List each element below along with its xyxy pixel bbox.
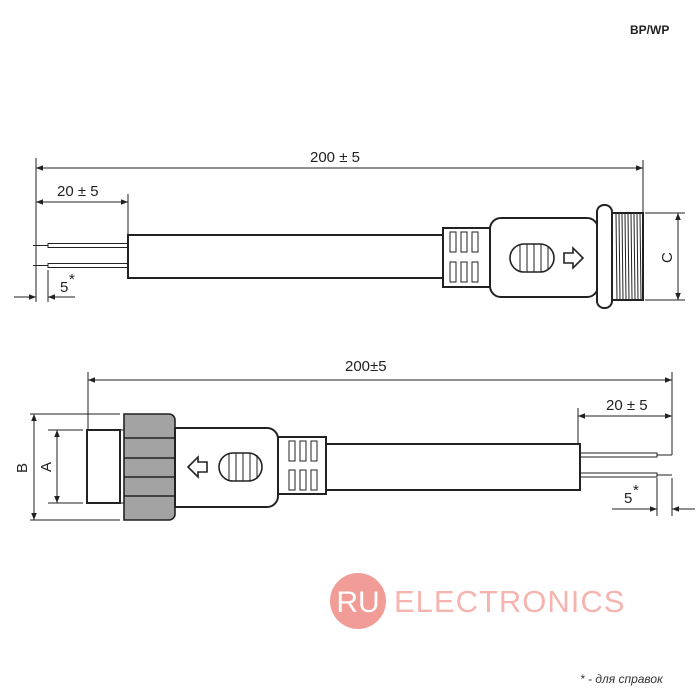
model-label: BP/WP	[630, 23, 669, 37]
thread-line	[627, 213, 630, 300]
cable	[325, 443, 581, 491]
thread-line	[618, 213, 621, 300]
thread-dim-label: C	[659, 252, 676, 263]
outer-dim-label: B	[14, 463, 31, 473]
tip-mark: *	[633, 482, 639, 499]
watermark-badge: RU	[336, 586, 379, 619]
overall-length-label: 200 ± 5	[310, 149, 360, 166]
wires	[33, 243, 129, 268]
thread-line	[630, 213, 633, 300]
thread-line	[639, 213, 642, 300]
bottom-view: 200±5 20 ± 5 B A	[14, 358, 695, 521]
nut	[123, 413, 176, 521]
wires	[579, 452, 672, 478]
thread	[611, 212, 644, 301]
slider-grip-icon	[218, 452, 263, 482]
inner-dim-label: A	[38, 462, 55, 472]
connector-body	[174, 427, 279, 508]
flange	[596, 204, 613, 309]
thread-line	[615, 213, 618, 300]
overall-length-label: 200±5	[345, 358, 387, 375]
tip-mark: *	[69, 271, 75, 288]
watermark-text: ELECTRONICS	[394, 584, 625, 619]
tip-length-label: 5	[60, 279, 68, 296]
thread-line	[636, 213, 639, 300]
thread-line	[621, 213, 624, 300]
strain-relief	[442, 227, 491, 288]
strip-length-label: 20 ± 5	[606, 397, 648, 414]
arrow-left-icon	[186, 455, 208, 479]
watermark-logo: RU ELECTRONICS	[330, 573, 625, 629]
slider-grip-icon	[509, 243, 555, 273]
thread-face	[86, 429, 121, 504]
thread-line	[624, 213, 627, 300]
strain-relief	[277, 436, 327, 495]
thread-line	[633, 213, 636, 300]
top-view: 200 ± 5 20 ± 5 5 *	[14, 149, 685, 309]
strip-length-label: 20 ± 5	[57, 183, 99, 200]
footnote: * - для справок	[580, 672, 664, 686]
tip-length-label: 5	[624, 490, 632, 507]
arrow-right-icon	[563, 246, 585, 270]
cable	[127, 234, 444, 279]
